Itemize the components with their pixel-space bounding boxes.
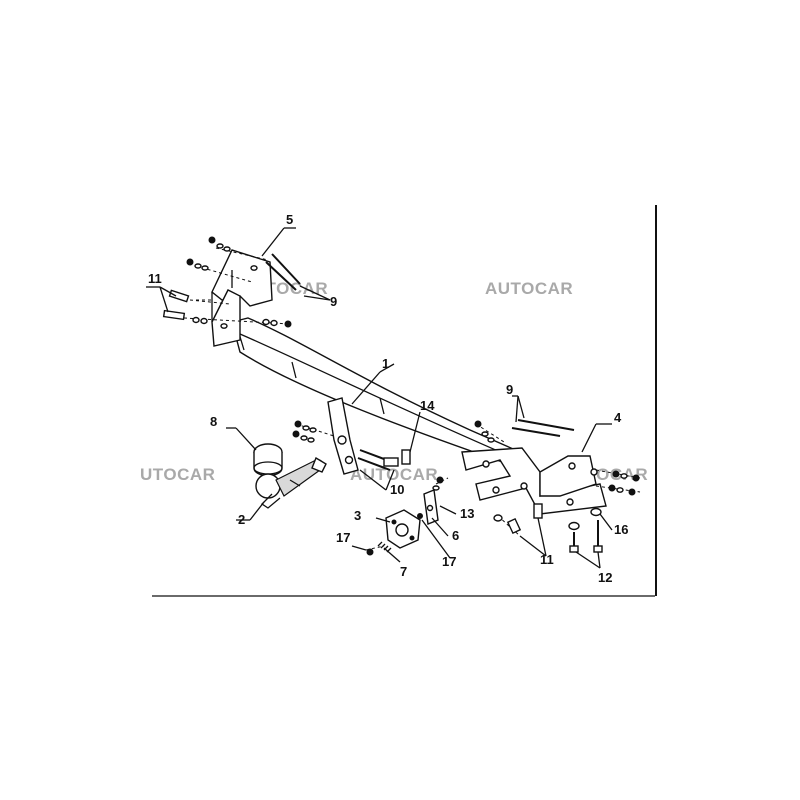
callout-8: 8 [210,414,217,429]
left-upper-fasteners [186,236,301,301]
callout-12: 12 [598,570,612,585]
socket-bracket-6 [423,489,439,525]
watermark-text: AUTOCAR [485,279,573,298]
right-lower-bolts [493,503,543,537]
callout-4: 4 [614,410,622,425]
ball-cover-cap [253,443,283,477]
callout-17-left: 17 [336,530,350,545]
callout-13: 13 [460,506,474,521]
tow-ball [255,456,327,509]
leader-lines [146,227,613,569]
left-lower-fasteners [162,289,292,328]
callout-14: 14 [420,398,435,413]
callout-9-left: 9 [330,294,337,309]
callout-16: 16 [614,522,628,537]
callout-9-right: 9 [506,382,513,397]
callout-2: 2 [238,512,245,527]
right-side-bracket [461,447,607,515]
callout-17-right: 17 [442,554,456,569]
right-outer-fasteners [590,469,641,517]
socket-plate [385,509,421,549]
bolts-12 [568,520,603,553]
callout-6: 6 [452,528,459,543]
callout-1: 1 [382,356,389,371]
watermark-text: UTOCAR [140,465,215,484]
callout-7: 7 [400,564,407,579]
callout-11-left: 11 [148,271,162,286]
callout-11-right: 11 [540,552,554,567]
right-upper-fasteners [432,419,575,491]
center-mounting-plate [292,397,399,475]
bolt-14 [401,449,411,465]
left-side-bracket [211,249,273,347]
small-bolts-17 [365,513,423,556]
callout-10: 10 [390,482,404,497]
callout-3: 3 [354,508,361,523]
cross-beam [231,317,521,467]
callout-labels: 5 11 9 1 14 9 4 8 10 2 13 3 6 17 17 7 11… [148,212,628,585]
callout-5: 5 [286,212,293,227]
